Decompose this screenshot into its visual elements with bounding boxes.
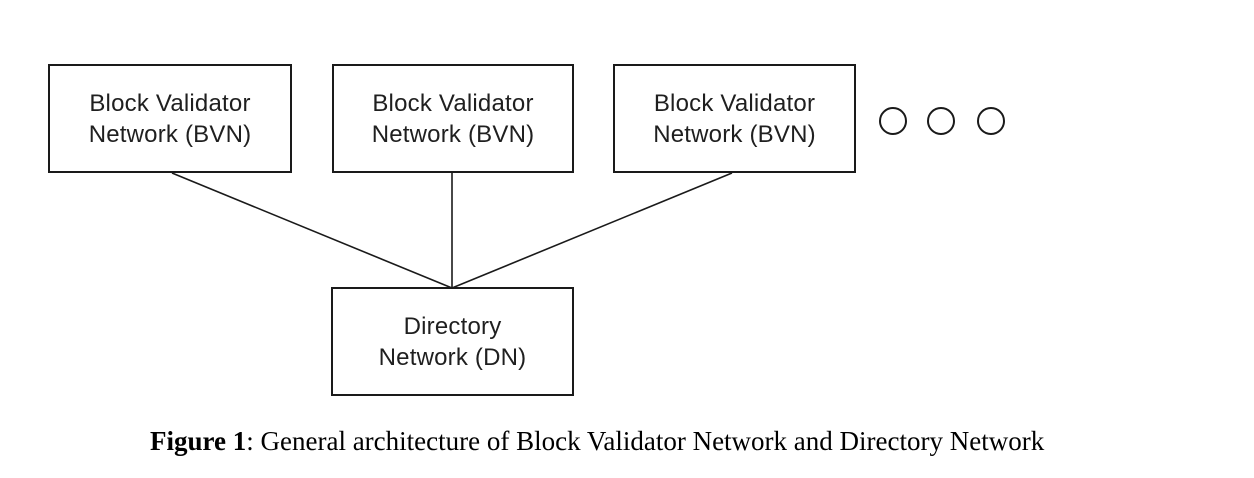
dn-box-label-line1: Directory bbox=[403, 312, 502, 340]
bvn-box-2-label-line1: Block Validator bbox=[372, 89, 534, 117]
connector-bvn3-to-dn bbox=[451, 172, 733, 289]
bvn-box-2: Block Validator Network (BVN) bbox=[332, 64, 574, 173]
figure-caption-label: Figure 1 bbox=[150, 426, 247, 456]
bvn-box-1: Block Validator Network (BVN) bbox=[48, 64, 292, 173]
ellipsis-circle bbox=[977, 107, 1005, 135]
bvn-box-3-label-line1: Block Validator bbox=[653, 89, 816, 117]
ellipsis-circle bbox=[927, 107, 955, 135]
dn-box-label-line2: Network (DN) bbox=[378, 343, 527, 371]
bvn-box-1-label-line2: Network (BVN) bbox=[88, 120, 252, 148]
figure-caption-text: : General architecture of Block Validato… bbox=[246, 426, 1045, 456]
ellipsis-circle bbox=[879, 107, 907, 135]
bvn-box-3: Block Validator Network (BVN) bbox=[613, 64, 856, 173]
dn-box: Directory Network (DN) bbox=[331, 287, 574, 396]
bvn-box-2-label-line2: Network (BVN) bbox=[371, 120, 535, 148]
figure-caption: Figure 1: General architecture of Block … bbox=[150, 426, 1044, 457]
bvn-box-1-label-line1: Block Validator bbox=[89, 89, 251, 117]
bvn-box-3-label-line2: Network (BVN) bbox=[653, 120, 816, 148]
connector-bvn1-to-dn bbox=[171, 172, 453, 289]
